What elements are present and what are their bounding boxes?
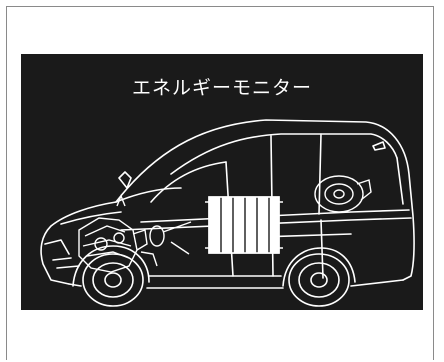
energy-monitor-screen: エネルギーモニター bbox=[21, 54, 423, 310]
engine-icon bbox=[78, 194, 158, 273]
rear-wheel-icon bbox=[288, 253, 350, 307]
screen-title: エネルギーモニター bbox=[131, 77, 312, 99]
battery-icon bbox=[205, 196, 283, 254]
front-wheel-icon bbox=[82, 253, 144, 307]
vehicle-outline-icon bbox=[40, 119, 415, 307]
